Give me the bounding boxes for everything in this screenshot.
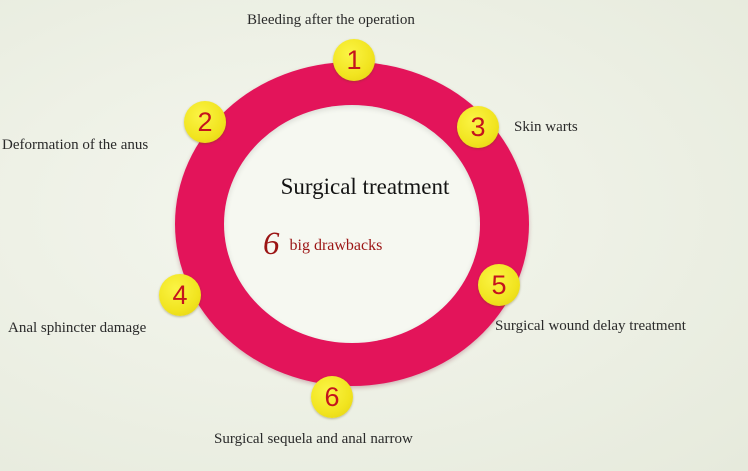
ring-center <box>224 105 480 343</box>
item-2-label: Deformation of the anus <box>2 137 149 153</box>
item-6-label: Surgical sequela and anal narrow <box>214 431 413 447</box>
drawbacks-count: 6 <box>263 226 280 262</box>
item-5-number-badge: 5 <box>478 264 520 306</box>
item-1-label: Bleeding after the operation <box>247 12 415 28</box>
item-3-number-badge: 3 <box>457 106 499 148</box>
item-5-label: Surgical wound delay treatment <box>495 318 686 334</box>
drawbacks-label: big drawbacks <box>289 237 383 254</box>
center-title: Surgical treatment <box>280 174 450 199</box>
item-3-label: Skin warts <box>514 119 578 135</box>
item-4-number-badge: 4 <box>159 274 201 316</box>
center-title-row: Surgical treatment <box>0 174 748 200</box>
center-subtitle-row: 6 big drawbacks <box>263 226 382 263</box>
item-1-number-badge: 1 <box>333 39 375 81</box>
item-6-number-badge: 6 <box>311 376 353 418</box>
item-4-label: Anal sphincter damage <box>8 320 147 336</box>
item-2-number-badge: 2 <box>184 101 226 143</box>
